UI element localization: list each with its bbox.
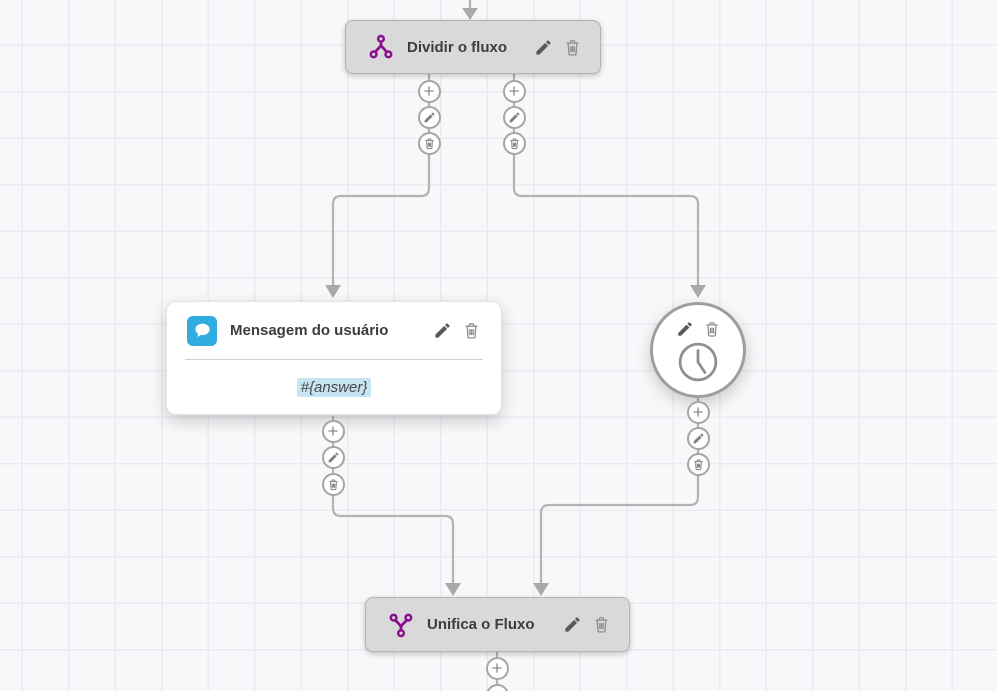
node-divider [185, 359, 483, 360]
plus-icon [509, 86, 519, 96]
trash-icon [595, 617, 608, 633]
edge-timer-to-merge [539, 396, 700, 583]
trash-icon [566, 39, 579, 56]
edge-split-to-timer [512, 74, 700, 285]
edit-node-button[interactable] [534, 38, 553, 57]
variable-chip[interactable]: #{answer} [296, 377, 372, 397]
arrow-down-icon [462, 8, 478, 20]
node-body: #{answer} [167, 360, 501, 414]
plus-icon [693, 407, 703, 417]
delete-connection-button[interactable] [321, 472, 345, 496]
edit-connection-button[interactable] [502, 105, 526, 129]
edit-node-button[interactable] [433, 321, 452, 340]
trash-icon [328, 478, 338, 490]
delete-connection-button[interactable] [417, 131, 441, 155]
node-title: Mensagem do usuário [230, 322, 389, 339]
delete-node-button[interactable] [703, 320, 721, 338]
pencil-icon [693, 433, 703, 443]
pencil-icon [536, 39, 551, 55]
trash-icon [424, 137, 434, 149]
pencil-icon [328, 452, 338, 462]
delete-connection-button[interactable] [686, 452, 710, 476]
pencil-icon [565, 617, 580, 632]
add-connection-button[interactable] [417, 79, 441, 103]
arrow-down-icon [445, 583, 461, 596]
pencil-icon [509, 112, 519, 122]
trash-icon [693, 458, 703, 470]
trash-icon [705, 322, 718, 337]
pencil-icon [435, 323, 450, 338]
delete-node-button[interactable] [462, 321, 481, 340]
plus-icon [492, 663, 502, 673]
split-flow-icon [368, 34, 394, 60]
edge-split-to-user-message [331, 74, 431, 285]
plus-icon [328, 426, 338, 436]
edge-user-message-to-merge [331, 416, 455, 583]
trash-icon [465, 323, 478, 339]
node-split-flow[interactable]: Dividir o fluxo [345, 20, 601, 74]
delete-node-button[interactable] [592, 615, 611, 634]
delete-node-button[interactable] [563, 38, 582, 57]
arrow-down-icon [325, 285, 341, 298]
add-connection-button[interactable] [502, 79, 526, 103]
plus-icon [424, 86, 434, 96]
arrow-down-icon [690, 285, 706, 298]
node-timer[interactable] [650, 302, 746, 398]
arrow-down-icon [533, 583, 549, 596]
add-connection-button[interactable] [686, 400, 710, 424]
edit-node-button[interactable] [676, 320, 694, 338]
add-connection-button[interactable] [321, 419, 345, 443]
node-user-message[interactable]: Mensagem do usuário #{answer} [166, 301, 502, 415]
add-connection-button[interactable] [485, 656, 509, 680]
pencil-icon [677, 322, 692, 336]
edit-connection-button[interactable] [321, 445, 345, 469]
merge-flow-icon [388, 612, 414, 638]
edit-connection-button[interactable] [417, 105, 441, 129]
clock-icon [676, 340, 720, 389]
trash-icon [509, 137, 519, 149]
node-merge-flow[interactable]: Unifica o Fluxo [365, 597, 630, 652]
node-title: Unifica o Fluxo [427, 616, 535, 633]
node-header: Mensagem do usuário [167, 302, 501, 359]
edit-node-button[interactable] [563, 615, 582, 634]
edit-connection-button[interactable] [686, 426, 710, 450]
chat-bubble-icon [187, 315, 217, 346]
node-title: Dividir o fluxo [407, 38, 508, 56]
node-header-actions [676, 320, 721, 338]
delete-connection-button[interactable] [502, 131, 526, 155]
pencil-icon [424, 112, 434, 122]
